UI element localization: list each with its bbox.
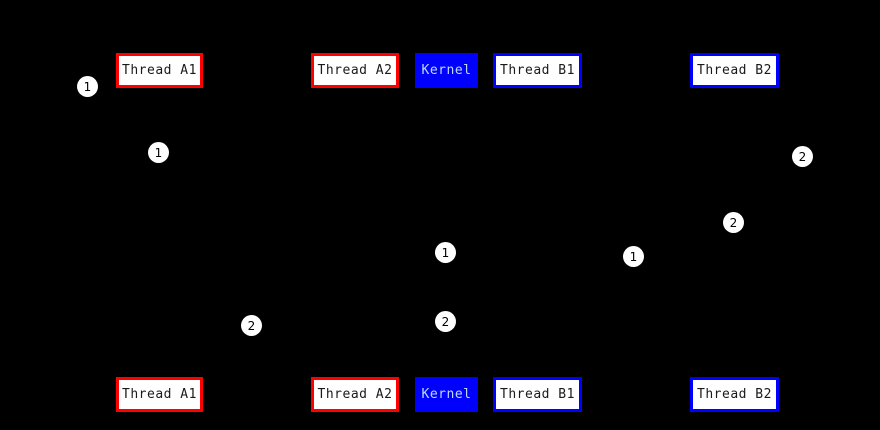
participant-label: Thread A2 [317, 63, 393, 78]
step-badge-badge-1-left-top: 1 [77, 76, 98, 97]
arrow-line-msg-b2-to-kernel-2 [446, 222, 734, 223]
participant-label: Thread A2 [317, 387, 393, 402]
participant-header-kernel[interactable]: Kernel [415, 53, 478, 88]
lifeline-thread-b1 [537, 88, 538, 377]
participant-footer-thread-a2[interactable]: Thread A2 [311, 377, 399, 412]
arrow-head-msg-kernel-to-b1-1 [530, 252, 537, 260]
lifeline-thread-a2 [355, 88, 356, 377]
lifeline-thread-a1 [159, 88, 160, 377]
participant-label: Kernel [421, 63, 472, 78]
arrow-head-msg-b2-to-kernel-2 [446, 218, 453, 226]
participant-label: Kernel [421, 387, 472, 402]
participant-label: Thread A1 [122, 387, 197, 402]
step-badge-badge-1-a1: 1 [148, 142, 169, 163]
participant-label: Thread A1 [122, 63, 197, 78]
participant-label: Thread B2 [697, 63, 772, 78]
participant-label: Thread B1 [500, 63, 575, 78]
step-badge-badge-2-b2: 2 [723, 212, 744, 233]
arrow-head-msg-a1-to-kernel-1 [439, 148, 446, 156]
participant-footer-thread-b2[interactable]: Thread B2 [690, 377, 779, 412]
participant-footer-kernel[interactable]: Kernel [415, 377, 478, 412]
step-badge-badge-1-kernel-up: 1 [435, 242, 456, 263]
arrow-line-msg-kernel-to-b1-1 [446, 256, 537, 257]
participant-header-thread-a2[interactable]: Thread A2 [311, 53, 399, 88]
participant-header-thread-a1[interactable]: Thread A1 [116, 53, 203, 88]
arrow-line-msg-a1-to-kernel-1 [159, 152, 446, 153]
step-badge-badge-2-right-top: 2 [792, 146, 813, 167]
step-badge-badge-2-a1-low: 2 [241, 315, 262, 336]
arrow-line-msg-kernel-to-a1-2 [159, 325, 446, 326]
lifeline-kernel [446, 88, 447, 377]
participant-footer-thread-b1[interactable]: Thread B1 [493, 377, 582, 412]
participant-label: Thread B2 [697, 387, 772, 402]
participant-label: Thread B1 [500, 387, 575, 402]
step-badge-badge-1-b1: 1 [623, 246, 644, 267]
step-badge-badge-2-kernel-low: 2 [435, 311, 456, 332]
arrow-head-msg-kernel-to-a1-2 [159, 321, 166, 329]
participant-header-thread-b1[interactable]: Thread B1 [493, 53, 582, 88]
participant-header-thread-b2[interactable]: Thread B2 [690, 53, 779, 88]
participant-footer-thread-a1[interactable]: Thread A1 [116, 377, 203, 412]
